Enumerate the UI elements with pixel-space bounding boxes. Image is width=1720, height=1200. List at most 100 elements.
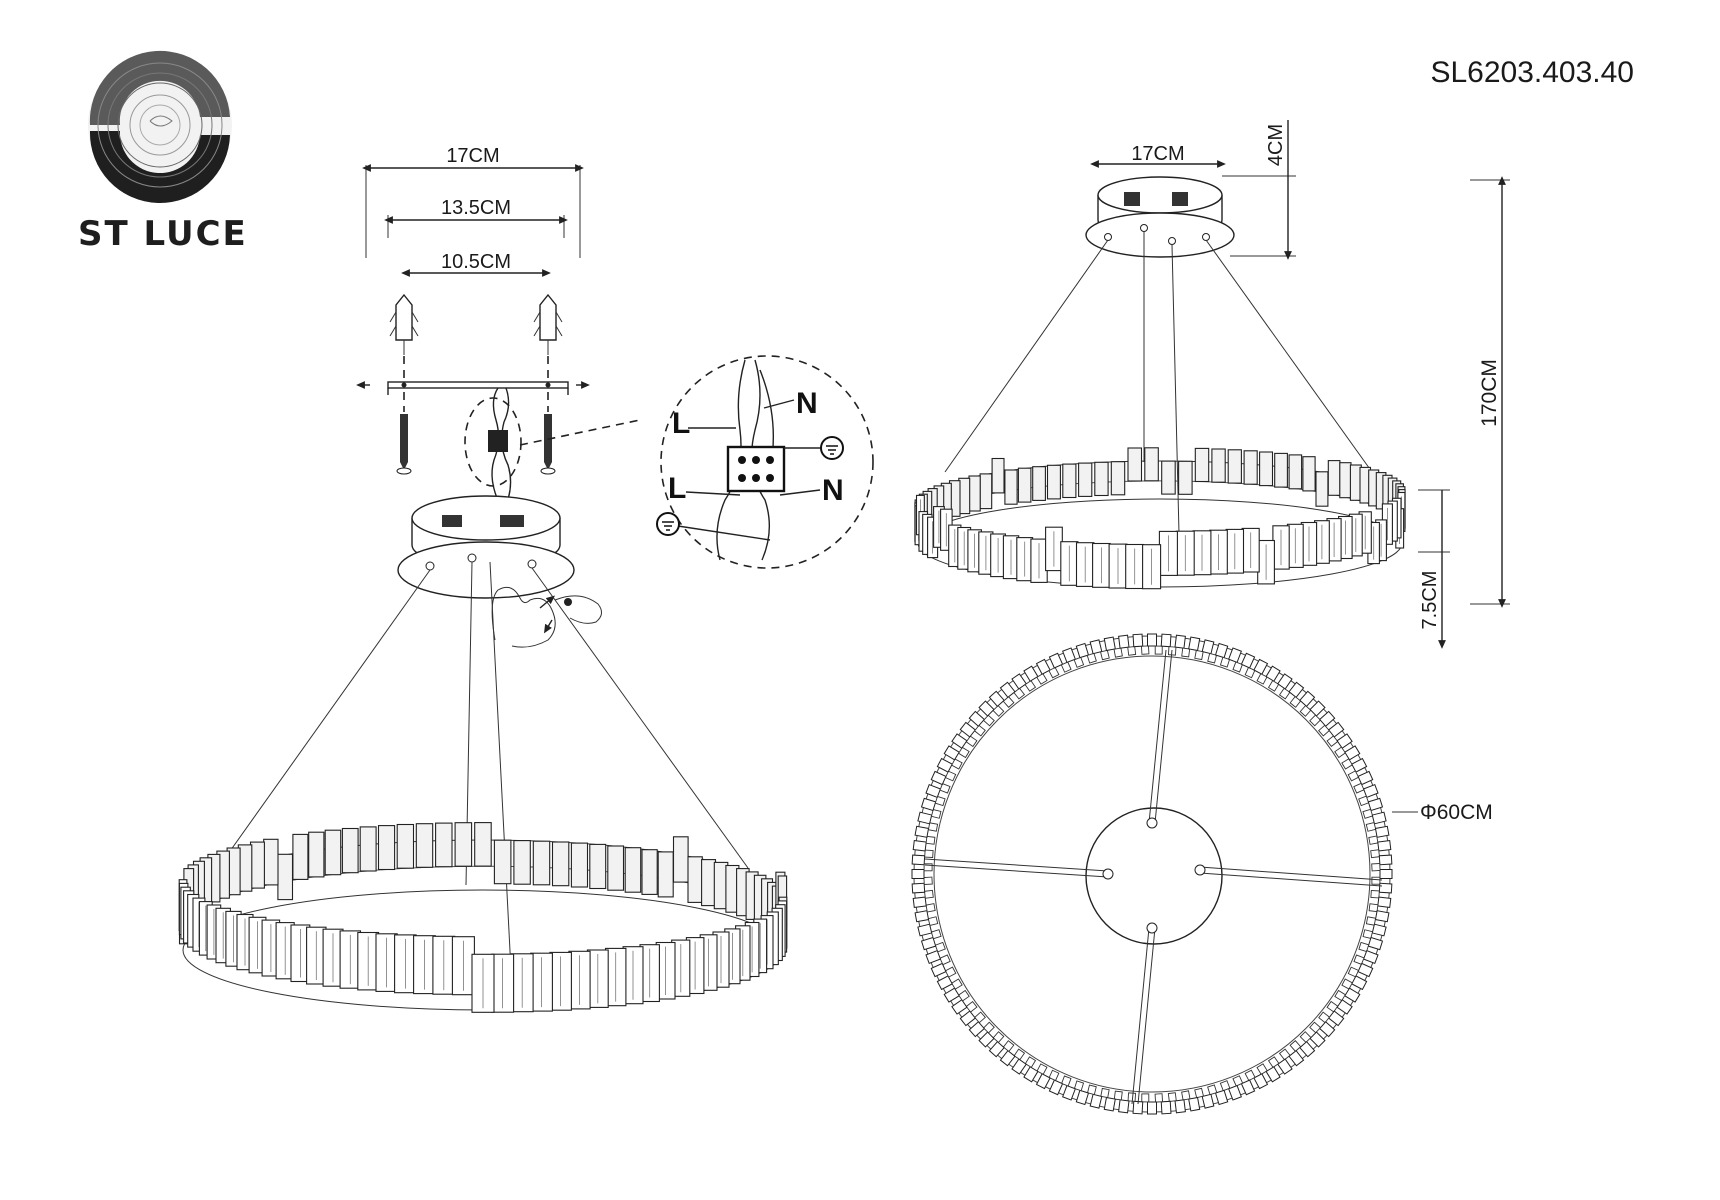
ring-top-crystal-inner	[925, 903, 936, 913]
ring-top-crystal-inner	[982, 1021, 995, 1034]
ring-top-crystal	[943, 745, 960, 761]
ring-top-crystal	[1253, 658, 1269, 675]
ring-right-crystal	[1302, 456, 1316, 492]
ring-top-crystal	[1362, 950, 1379, 964]
ring-top-crystal	[1357, 962, 1374, 978]
ring-right-crystal	[1243, 450, 1258, 485]
ring-right-crystal	[991, 457, 1005, 494]
ring-left-crystal	[277, 853, 294, 901]
ring-left-crystal	[624, 847, 642, 893]
brand-name: ST LUCE	[78, 214, 248, 254]
swirl-s-logo-icon	[88, 50, 232, 204]
ring-top-crystal	[988, 690, 1005, 707]
ring-top-crystal	[1277, 673, 1293, 690]
ring-top-crystal-inner	[923, 876, 933, 886]
screw-right-icon	[540, 392, 556, 475]
ring-left-crystal	[532, 840, 551, 886]
ring-left-crystal	[687, 856, 703, 903]
ring-left-crystal	[377, 825, 396, 871]
ring-top-crystal	[1277, 1058, 1293, 1075]
ring-top-crystal-inner	[965, 735, 978, 748]
ring-top-crystal-inner	[1167, 1092, 1177, 1102]
earth-ground-icon-top	[784, 436, 844, 460]
mounting-dimensions: 17CM 13.5CM 10.5CM	[362, 145, 584, 277]
ring-top-crystal	[1048, 652, 1064, 669]
ring-right-crystal	[1178, 460, 1193, 495]
ring-top-crystal	[1327, 1010, 1345, 1027]
ring-top-crystal	[1362, 784, 1379, 798]
ring-top-crystal-inner	[1347, 770, 1360, 782]
side-dim-total-height: 170CM	[1478, 359, 1501, 427]
ring-top-crystal	[1089, 639, 1103, 655]
ring-top-crystal	[1371, 811, 1387, 825]
ring-top-crystal	[914, 910, 930, 923]
ring-top-crystal-inner	[1073, 656, 1085, 668]
ring-top-crystal	[1023, 1066, 1039, 1083]
ring-top-crystal	[1201, 639, 1215, 655]
ring-top-crystal	[1240, 1079, 1256, 1096]
ring-top-crystal-inner	[982, 714, 995, 727]
ring-top-crystal-inner	[1154, 1093, 1164, 1103]
ring-top-crystal	[1379, 869, 1393, 879]
ring-top-crystal-inner	[1371, 862, 1381, 872]
ring-left-crystal	[672, 836, 689, 883]
ring-top-crystal-inner	[1334, 989, 1346, 1002]
ring-top-crystal-inner	[1365, 916, 1377, 926]
ring-top-crystal	[968, 1021, 985, 1038]
ring-top-crystal	[1035, 658, 1051, 675]
ring-top-crystal-inner	[1013, 1048, 1026, 1061]
ring-top-crystal-inner	[939, 783, 951, 794]
ring-top-crystal-inner	[1267, 1056, 1280, 1069]
ring-top-crystal-inner	[958, 746, 970, 759]
ring-left-crystal	[607, 845, 625, 891]
ring-top-crystal	[1240, 652, 1256, 669]
ring-top-crystal-inner	[1267, 680, 1280, 692]
ring-top-crystal-inner	[1299, 1031, 1312, 1044]
ring-right-crystal	[1339, 462, 1352, 499]
ring-right-crystal	[1259, 451, 1274, 487]
ring-top-crystal	[917, 923, 933, 937]
ring-top-crystal-inner	[1073, 1080, 1085, 1092]
ring-top-crystal-inner	[1309, 1021, 1322, 1034]
fixture-side-view: 17CM 4CM 170CM	[914, 120, 1510, 649]
ring-right-crystal	[1078, 462, 1093, 497]
ring-left-crystal	[249, 841, 265, 889]
ring-top-crystal	[1035, 1073, 1051, 1090]
ring-left-crystal	[359, 826, 377, 872]
ring-top-crystal-inner	[1232, 661, 1243, 673]
ring-top-crystal-inner	[1341, 758, 1353, 770]
ring-left-crystal	[701, 859, 717, 907]
ring-top-crystal-inner	[1365, 822, 1377, 832]
ring-left-crystal	[570, 842, 589, 888]
ring-top-crystal-inner	[927, 822, 939, 832]
ring-top-crystal-inner	[1013, 687, 1026, 700]
ring-right-crystal	[1032, 466, 1046, 501]
wire-label-neutral-bottom: N	[822, 474, 844, 507]
hand-adjusting-icon	[491, 586, 602, 648]
ring-top-crystal-inner	[925, 835, 936, 845]
ring-left-crystal	[324, 829, 342, 876]
ring-left-crystal	[454, 822, 473, 867]
ring-top-crystal-inner	[1061, 1075, 1072, 1087]
ring-top-crystal	[1265, 665, 1281, 682]
ring-top-crystal-inner	[1326, 1000, 1339, 1013]
ring-right-crystal	[1274, 452, 1288, 488]
mount-dim-inner: 10.5CM	[441, 251, 511, 273]
ring-top-crystal	[1327, 721, 1345, 738]
mounting-bracket	[356, 381, 590, 395]
ring-left-crystal	[641, 849, 658, 895]
ring-top-crystal-inner	[1244, 666, 1256, 679]
ring-top-crystal	[1377, 840, 1392, 852]
ring-right-crystal	[979, 473, 993, 510]
ring-right-crystal	[1127, 447, 1143, 482]
ring-top-crystal-inner	[1194, 649, 1204, 661]
ring-top-crystal-inner	[1232, 1075, 1244, 1087]
ring-top-crystal-inner	[1278, 687, 1291, 700]
ring-top-crystal-inner	[1326, 735, 1339, 748]
ring-top-crystal-inner	[957, 989, 970, 1002]
side-dim-ring-height: 7.5CM	[1419, 571, 1441, 630]
ring-top-crystal-inner	[1002, 1040, 1015, 1053]
ring-top-crystal	[920, 797, 937, 812]
ring-top-crystal-inner	[1289, 1040, 1302, 1052]
ring-top-crystal	[1253, 1073, 1269, 1090]
